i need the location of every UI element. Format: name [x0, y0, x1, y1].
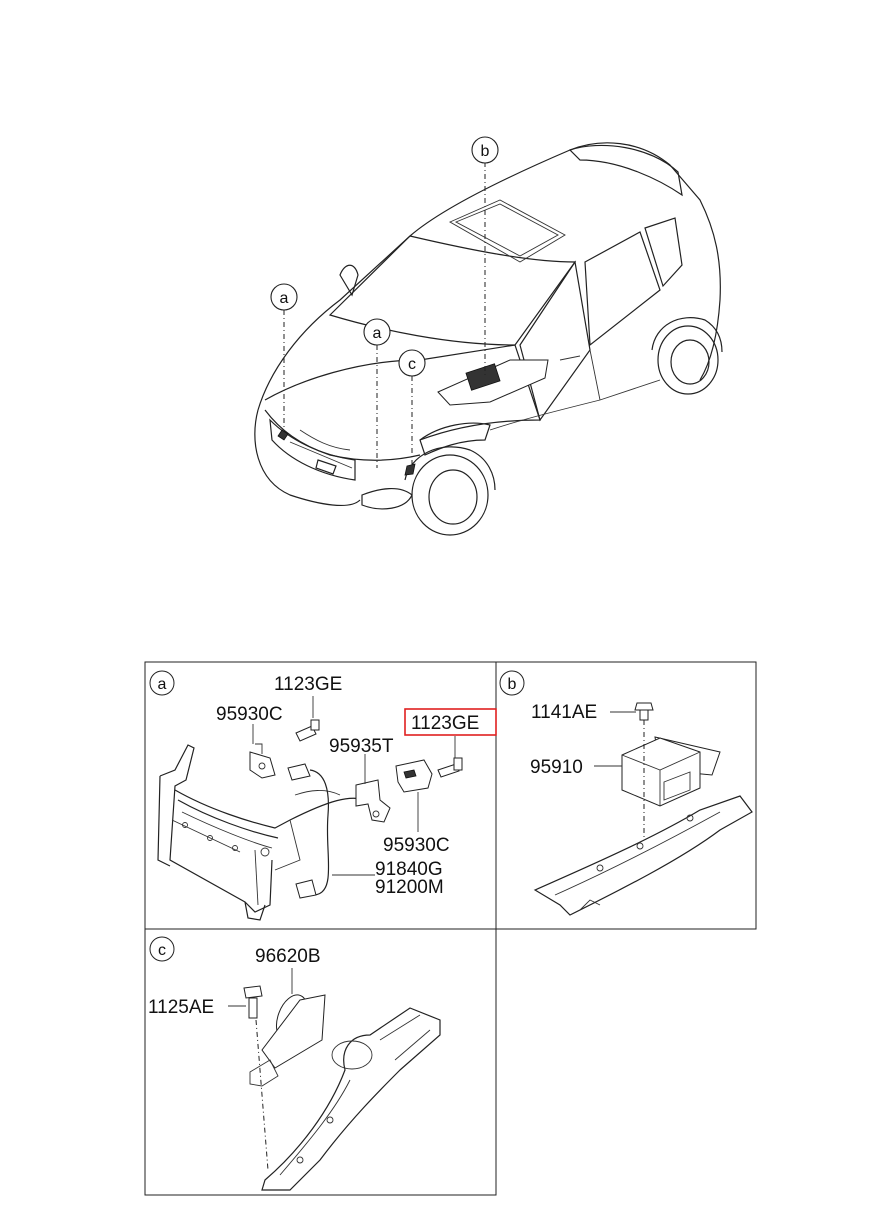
callout-a-center: a	[363, 318, 391, 346]
label-1141ae: 1141AE	[531, 702, 597, 723]
impact-sensor-top	[249, 743, 276, 779]
callout-b: b	[471, 136, 499, 164]
label-95930c-top: 95930C	[216, 704, 283, 725]
front-side-member	[261, 1007, 441, 1191]
bracket-95935t	[355, 779, 391, 823]
label-1125ae: 1125AE	[148, 997, 214, 1018]
label-91200m: 91200M	[375, 877, 444, 898]
panel-a: a	[149, 670, 497, 921]
callout-c-label: c	[408, 356, 416, 373]
bolt-1141ae	[634, 702, 654, 721]
label-91840g: 91840G	[375, 859, 443, 880]
callout-c: c	[398, 349, 426, 377]
wiring-harness	[287, 763, 330, 899]
callout-b-label: b	[481, 143, 490, 160]
panel-b-tag: b	[508, 676, 517, 693]
radiator-support-frame	[157, 744, 366, 921]
impact-sensor-right	[395, 759, 433, 793]
label-1123ge-top: 1123GE	[274, 674, 342, 695]
label-96620b: 96620B	[255, 946, 321, 967]
detail-panels-frame	[144, 661, 757, 1196]
panel-c-tag: c	[158, 942, 166, 959]
callout-a-center-label: a	[373, 325, 382, 342]
callout-a-left-label: a	[280, 290, 289, 307]
panel-a-tag: a	[158, 676, 167, 693]
panel-b: b 1141AE 95910	[499, 670, 753, 916]
label-95935t: 95935T	[329, 736, 394, 757]
label-1123ge-highlighted: 1123GE	[411, 713, 479, 734]
car-illustration	[254, 142, 723, 536]
bolt-1123ge-top	[295, 719, 320, 742]
bolt-1125ae	[243, 985, 263, 1019]
floor-tunnel	[533, 795, 753, 916]
airbag-control-module	[621, 736, 721, 807]
sensor-96620b	[249, 994, 326, 1087]
label-95910: 95910	[530, 757, 583, 778]
label-95930c-bottom: 95930C	[383, 835, 450, 856]
panel-c: c 96620B 1125AE	[148, 936, 441, 1191]
bolt-1123ge-right	[437, 757, 463, 778]
callout-a-left: a	[270, 283, 298, 311]
highlight-box-1123ge	[404, 708, 497, 736]
